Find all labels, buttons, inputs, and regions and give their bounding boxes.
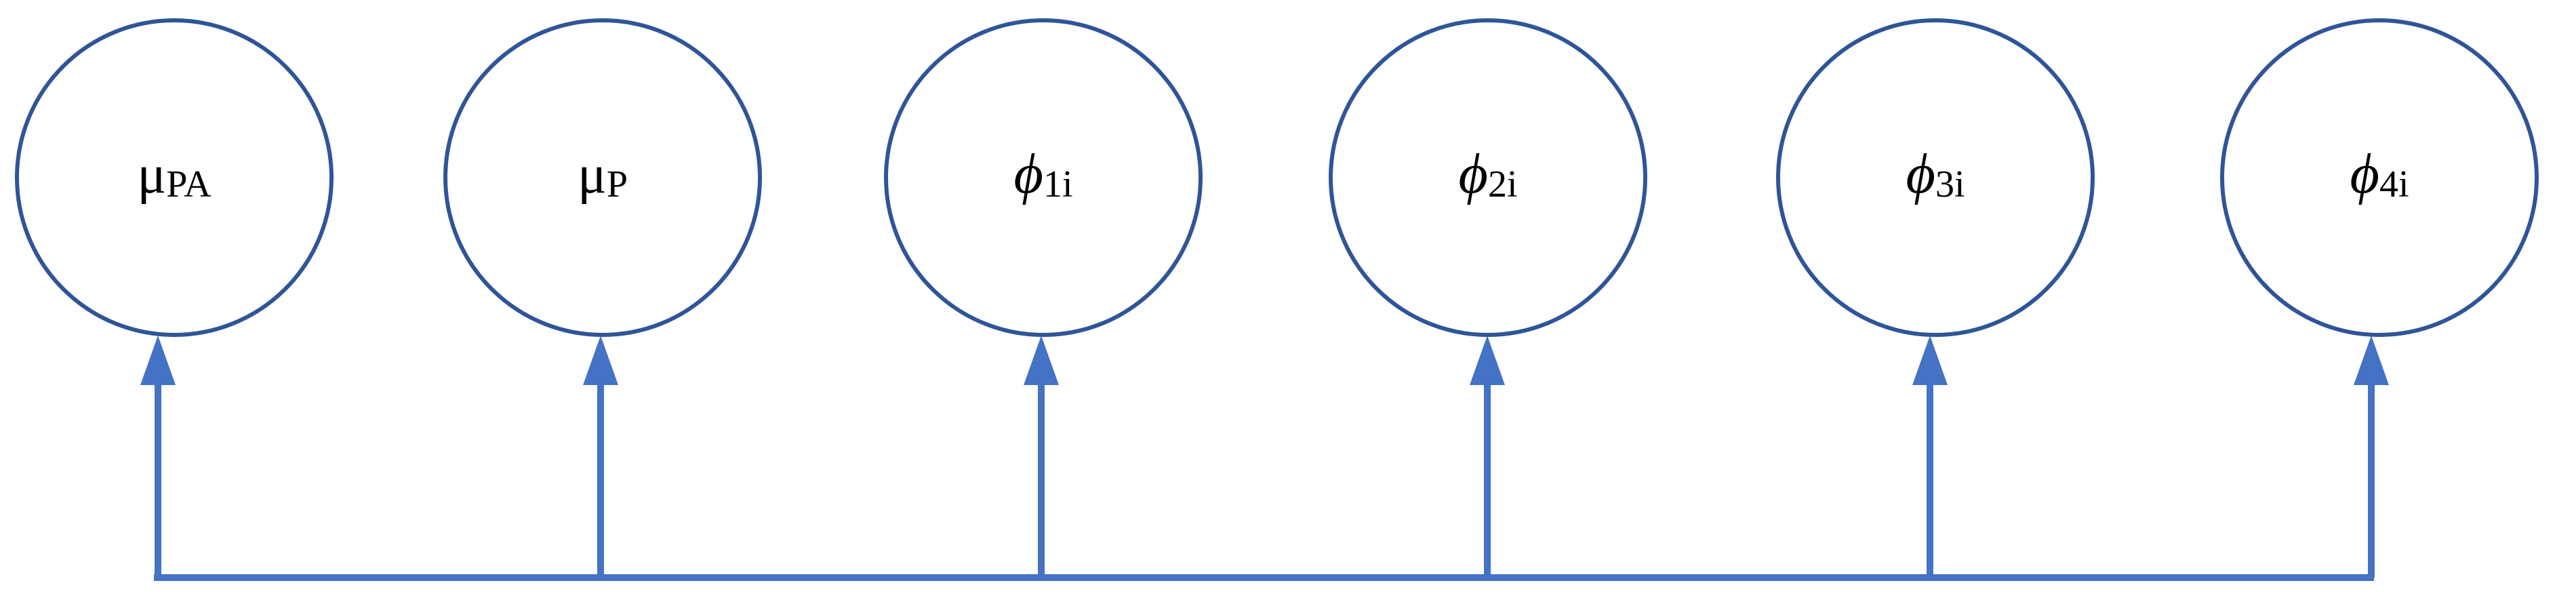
- connector-group: [140, 336, 2389, 581]
- arrowhead: [2354, 336, 2389, 385]
- node-circle: [1329, 18, 1647, 337]
- arrowhead: [583, 336, 618, 385]
- node-symbol: ϕ: [1013, 142, 1043, 205]
- node-symbol: ϕ: [2350, 142, 2379, 205]
- node-label: μPA: [137, 145, 212, 205]
- node-phi-2: ϕ2i: [1329, 18, 1647, 337]
- arrow-to-mu-p: [583, 336, 618, 578]
- arrowhead: [140, 336, 176, 385]
- node-subscript: 4i: [2379, 163, 2409, 205]
- node-mu-p: μP: [443, 18, 762, 337]
- node-label: ϕ1i: [1013, 142, 1072, 205]
- node-circle: [15, 18, 334, 337]
- node-subscript: P: [607, 163, 628, 205]
- node-label: ϕ4i: [2350, 142, 2409, 205]
- node-symbol: ϕ: [1458, 142, 1487, 205]
- node-label: ϕ3i: [1906, 142, 1965, 205]
- node-subscript: 2i: [1488, 163, 1518, 205]
- arrows: [140, 336, 2389, 578]
- node-circle: [1776, 18, 2095, 337]
- arrowhead: [1024, 336, 1059, 385]
- arrow-to-phi-4: [2354, 336, 2389, 578]
- node-phi-4: ϕ4i: [2220, 18, 2539, 337]
- node-symbol: ϕ: [1906, 142, 1935, 205]
- node-subscript: 1i: [1043, 163, 1073, 205]
- node-label: ϕ2i: [1458, 142, 1517, 205]
- node-symbol: μ: [137, 145, 166, 205]
- node-label: μP: [578, 145, 628, 205]
- arrowhead: [1470, 336, 1505, 385]
- node-phi-1: ϕ1i: [884, 18, 1203, 337]
- node-circle: [884, 18, 1203, 337]
- node-subscript: 3i: [1935, 163, 1965, 205]
- arrow-to-phi-3: [1912, 336, 1948, 578]
- arrow-to-phi-1: [1024, 336, 1059, 578]
- node-circle: [2220, 18, 2539, 337]
- arrow-to-mu-pa: [140, 336, 176, 578]
- arrow-to-phi-2: [1470, 336, 1505, 578]
- node-symbol: μ: [578, 145, 607, 205]
- node-mu-pa: μPA: [15, 18, 334, 337]
- node-phi-3: ϕ3i: [1776, 18, 2095, 337]
- node-circle: [443, 18, 762, 337]
- arrowhead: [1912, 336, 1948, 385]
- node-subscript: PA: [166, 163, 212, 205]
